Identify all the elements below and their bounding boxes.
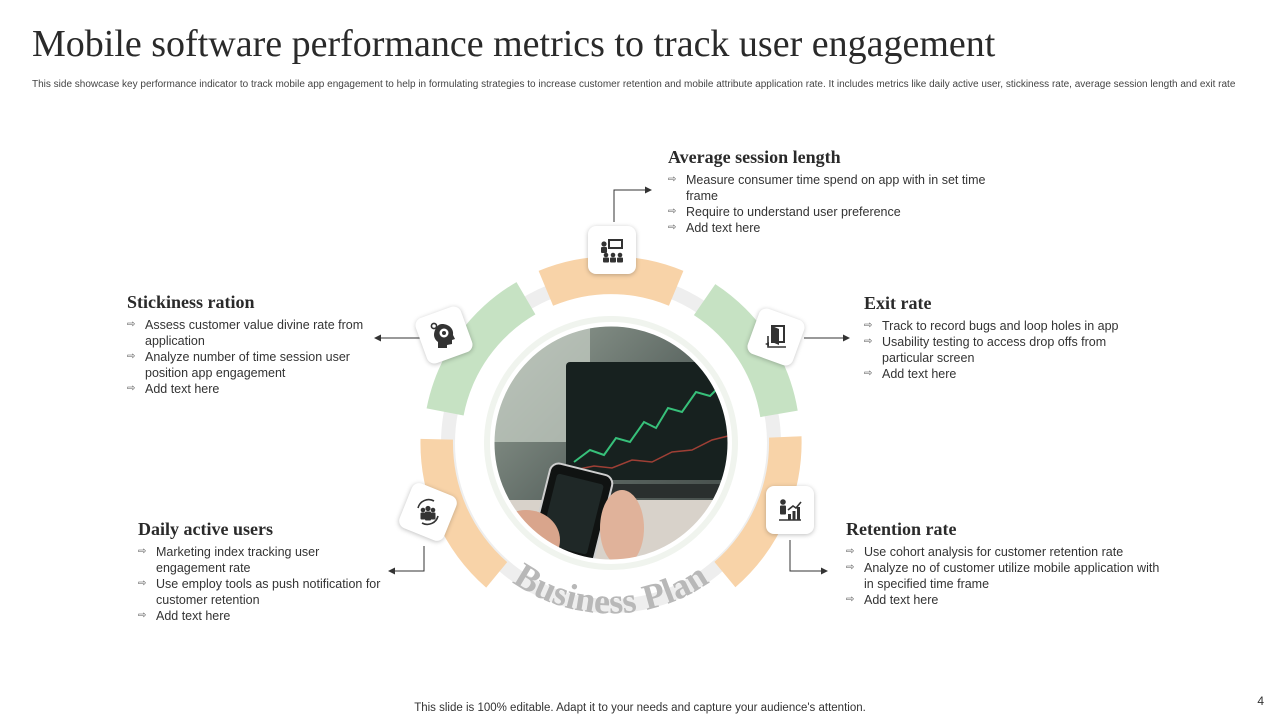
metric-title: Average session length — [668, 147, 841, 167]
segment-left — [426, 282, 536, 416]
metric-point: ⇨Add text here — [864, 367, 957, 381]
users-cycle-icon — [417, 498, 439, 526]
hand-right — [600, 490, 644, 561]
metric-daily-active-users: Daily active users ⇨Marketing index trac… — [138, 519, 386, 624]
icon-box-bottom-right — [766, 486, 814, 534]
metric-title: Retention rate — [846, 519, 957, 539]
metric-point: ⇨Assess customer value divine rate from … — [127, 318, 364, 348]
head-gear-icon — [430, 322, 455, 348]
metric-point: ⇨Usability testing to access drop offs f… — [864, 335, 1107, 365]
exit-door-icon — [765, 325, 786, 348]
metric-point: ⇨Use employ tools as push notification f… — [138, 577, 381, 607]
connector-bottom-left — [390, 546, 425, 572]
icon-box-right — [745, 306, 807, 368]
metric-stickiness-ration: Stickiness ration ⇨Assess customer value… — [127, 292, 375, 397]
metric-point: ⇨Analyze no of customer utilize mobile a… — [846, 561, 1160, 591]
metric-point: ⇨Marketing index tracking user engagemen… — [138, 545, 320, 575]
arrowhead-right — [843, 334, 850, 342]
presentation-audience-icon — [601, 239, 623, 263]
stock-line — [573, 379, 727, 463]
segment-top — [538, 256, 684, 306]
page-subtitle: This side showcase key performance indic… — [32, 79, 1236, 90]
metric-points: ⇨Measure consumer time spend on app with… — [668, 172, 998, 236]
page-title: Mobile software performance metrics to t… — [32, 23, 996, 65]
metric-point: ⇨Analyze number of time session user pos… — [127, 350, 350, 380]
growth-chart-icon — [779, 499, 802, 521]
metric-exit-rate: Exit rate ⇨Track to record bugs and loop… — [864, 293, 1149, 382]
arrowhead-left — [374, 334, 381, 342]
arrowhead-top — [645, 186, 652, 194]
metric-title: Daily active users — [138, 519, 273, 539]
segment-bottom-left — [420, 438, 508, 588]
footer-note: This slide is 100% editable. Adapt it to… — [414, 702, 866, 714]
metric-point: ⇨Require to understand user preference — [668, 205, 901, 219]
icon-box-bottom-left — [396, 480, 460, 544]
icon-box-top — [588, 226, 636, 274]
connector-bottom-right — [789, 540, 826, 572]
metric-point: ⇨Add text here — [846, 593, 939, 607]
segment-right — [693, 284, 798, 418]
metric-title: Stickiness ration — [127, 292, 255, 312]
arrowhead-bottom-right — [821, 567, 828, 575]
center-photo — [493, 325, 729, 561]
metric-points: ⇨Marketing index tracking user engagemen… — [138, 544, 386, 624]
segment-bottom-right — [714, 436, 802, 588]
metric-point: ⇨Add text here — [127, 382, 220, 396]
page-number: 4 — [1257, 694, 1264, 708]
connector-top — [613, 189, 650, 222]
metric-point: ⇨Add text here — [138, 609, 231, 623]
metric-retention-rate: Retention rate ⇨Use cohort analysis for … — [846, 519, 1166, 608]
metric-point: ⇨Use cohort analysis for customer retent… — [846, 545, 1124, 559]
metric-point: ⇨Track to record bugs and loop holes in … — [864, 319, 1119, 333]
metric-title: Exit rate — [864, 293, 932, 313]
inner-ring — [484, 316, 738, 570]
icon-box-left — [413, 304, 475, 366]
metric-point: ⇨Measure consumer time spend on app with… — [668, 173, 986, 203]
metric-point: ⇨Add text here — [668, 221, 761, 235]
metric-points: ⇨Track to record bugs and loop holes in … — [864, 318, 1149, 382]
metric-average-session-length: Average session length ⇨Measure consumer… — [668, 147, 998, 236]
metric-points: ⇨Assess customer value divine rate from … — [127, 317, 375, 397]
arrowhead-bottom-left — [388, 567, 395, 575]
metric-points: ⇨Use cohort analysis for customer retent… — [846, 544, 1166, 608]
